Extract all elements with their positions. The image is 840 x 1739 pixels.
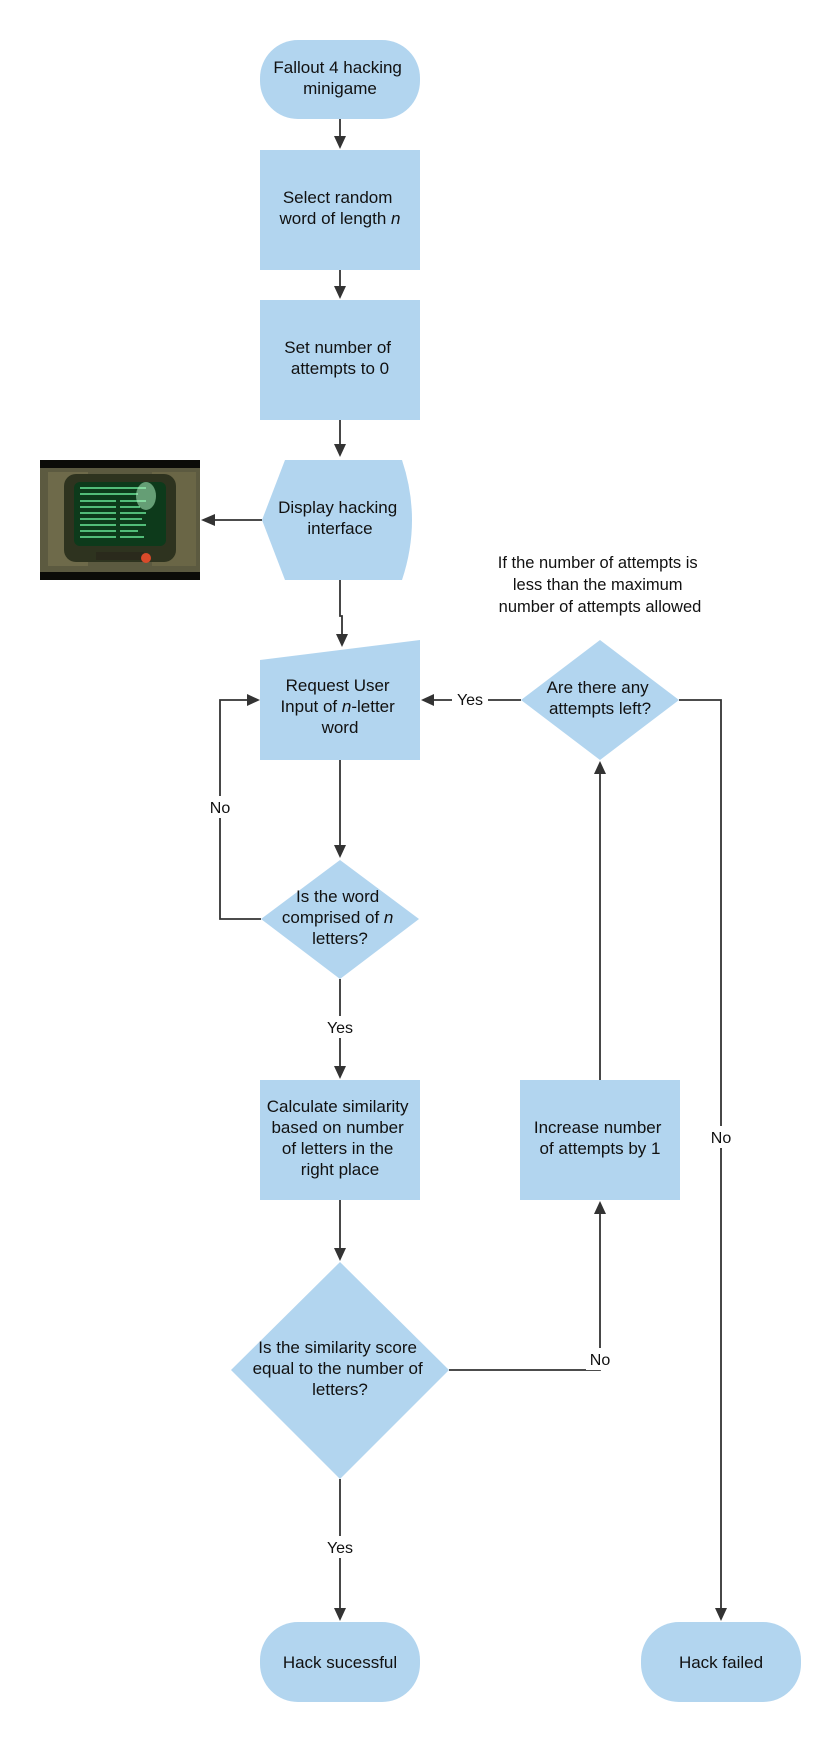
edge-label-similarity-no: No xyxy=(590,1352,611,1369)
arrowhead xyxy=(334,1608,346,1621)
display-node: Display hacking interface xyxy=(262,460,412,580)
arrowhead xyxy=(247,694,260,706)
check-length-line-3: letters? xyxy=(312,929,368,948)
arrowhead xyxy=(594,1201,606,1214)
edge-label-attempts-yes: Yes xyxy=(457,692,483,709)
hack-failed-label: Hack failed xyxy=(679,1653,763,1672)
arrowhead xyxy=(334,1066,346,1079)
edge-label-attempts-no: No xyxy=(711,1130,732,1147)
start-node-line-1: Fallout 4 hacking xyxy=(273,58,402,77)
svg-text:If the number of attempts is: If the number of attempts is less than t… xyxy=(498,554,703,616)
check-length-node: Is the word comprised of n letters? xyxy=(261,860,419,979)
display-line-2: interface xyxy=(307,519,372,538)
hack-successful-label: Hack sucessful xyxy=(283,1653,397,1672)
check-length-line-2-pre: comprised of xyxy=(282,908,384,927)
arrowhead xyxy=(201,514,215,526)
set-attempts-node: Set number of attempts to 0 xyxy=(260,300,420,420)
check-similarity-line-1: Is the similarity score xyxy=(258,1338,417,1357)
request-line-2-post: -letter xyxy=(351,697,395,716)
select-word-node: Select random word of length n xyxy=(260,150,420,270)
calculate-line-1: Calculate similarity xyxy=(267,1097,409,1116)
calculate-line-3: of letters in the xyxy=(282,1139,394,1158)
hack-failed-node: Hack failed xyxy=(641,1622,801,1702)
calculate-line-2: based on number xyxy=(271,1118,404,1137)
attempts-left-line-1: Are there any xyxy=(547,678,650,697)
increase-attempts-node: Increase number of attempts by 1 xyxy=(520,1080,680,1200)
set-attempts-line-2: attempts to 0 xyxy=(291,359,389,378)
select-word-line-1: Select random xyxy=(283,188,393,207)
request-line-1: Request User xyxy=(286,676,390,695)
arrowhead xyxy=(334,1248,346,1261)
note-line-3: number of attempts allowed xyxy=(499,598,702,616)
arrowhead xyxy=(594,761,606,774)
set-attempts-line-1: Set number of xyxy=(284,338,391,357)
request-line-3: word xyxy=(321,718,359,737)
calculate-node: Calculate similarity based on number of … xyxy=(260,1080,420,1200)
check-length-line-1: Is the word xyxy=(296,887,379,906)
edge-label-length-yes: Yes xyxy=(327,1020,353,1037)
select-word-italic-n: n xyxy=(391,209,400,228)
request-line-2-italic: n xyxy=(342,697,351,716)
svg-text:Calculate similarity bas: Calculate similarity based on number of … xyxy=(267,1097,413,1179)
edge-label-similarity-yes: Yes xyxy=(327,1540,353,1557)
edge-attempts-left-no xyxy=(679,699,722,1608)
arrowhead xyxy=(334,845,346,858)
calculate-line-4: right place xyxy=(301,1160,379,1179)
start-node-line-2: minigame xyxy=(303,79,377,98)
terminal-red-light xyxy=(141,553,151,563)
increase-line-2: of attempts by 1 xyxy=(540,1139,661,1158)
display-line-1: Display hacking xyxy=(278,498,397,517)
start-node: Fallout 4 hacking minigame xyxy=(260,40,420,119)
arrowhead xyxy=(715,1608,727,1621)
edge-display-to-request xyxy=(339,580,343,634)
attempts-left-node: Are there any attempts left? xyxy=(521,640,679,760)
request-line-2-pre: Input of xyxy=(280,697,341,716)
svg-text:Set number of attempts t: Set number of attempts to 0 xyxy=(284,338,396,378)
arrowhead xyxy=(336,634,348,647)
attempts-left-line-2: attempts left? xyxy=(549,699,651,718)
check-similarity-node: Is the similarity score equal to the num… xyxy=(231,1262,449,1479)
arrowhead xyxy=(334,286,346,299)
increase-line-1: Increase number xyxy=(534,1118,662,1137)
svg-text:Increase number of attem: Increase number of attempts by 1 xyxy=(534,1118,666,1158)
svg-text:Display hacking interfac: Display hacking interface xyxy=(278,498,402,538)
arrowhead xyxy=(334,444,346,457)
terminal-screen xyxy=(80,487,146,538)
attempts-note: If the number of attempts is less than t… xyxy=(498,554,703,616)
svg-text:Are there any attempts l: Are there any attempts left? xyxy=(547,678,654,718)
arrowhead xyxy=(421,694,434,706)
edge-label-length-no: No xyxy=(210,800,231,817)
check-similarity-line-3: letters? xyxy=(312,1380,368,1399)
arrowhead xyxy=(334,136,346,149)
note-line-1: If the number of attempts is xyxy=(498,554,698,572)
svg-text:Is the word comprised of: Is the word comprised of n letters? xyxy=(282,887,398,948)
select-word-line-2: word of length xyxy=(279,209,392,228)
check-similarity-line-2: equal to the number of xyxy=(253,1359,423,1378)
svg-text:Request User Input of n-: Request User Input of n-letter word xyxy=(280,676,399,737)
note-line-2: less than the maximum xyxy=(513,576,683,594)
svg-text:Select random word of le: Select random word of length n xyxy=(279,188,401,228)
svg-text:Fallout 4 hacking miniga: Fallout 4 hacking minigame xyxy=(273,58,406,98)
edge-labels: Yes No Yes No Yes No xyxy=(205,688,735,1558)
check-length-line-2-italic: n xyxy=(384,908,393,927)
hack-successful-node: Hack sucessful xyxy=(260,1622,420,1702)
edge-check-similarity-no xyxy=(449,1214,601,1371)
svg-text:Is the similarity score: Is the similarity score equal to the num… xyxy=(253,1338,428,1399)
request-input-node: Request User Input of n-letter word xyxy=(260,640,420,760)
terminal-image xyxy=(40,460,200,580)
